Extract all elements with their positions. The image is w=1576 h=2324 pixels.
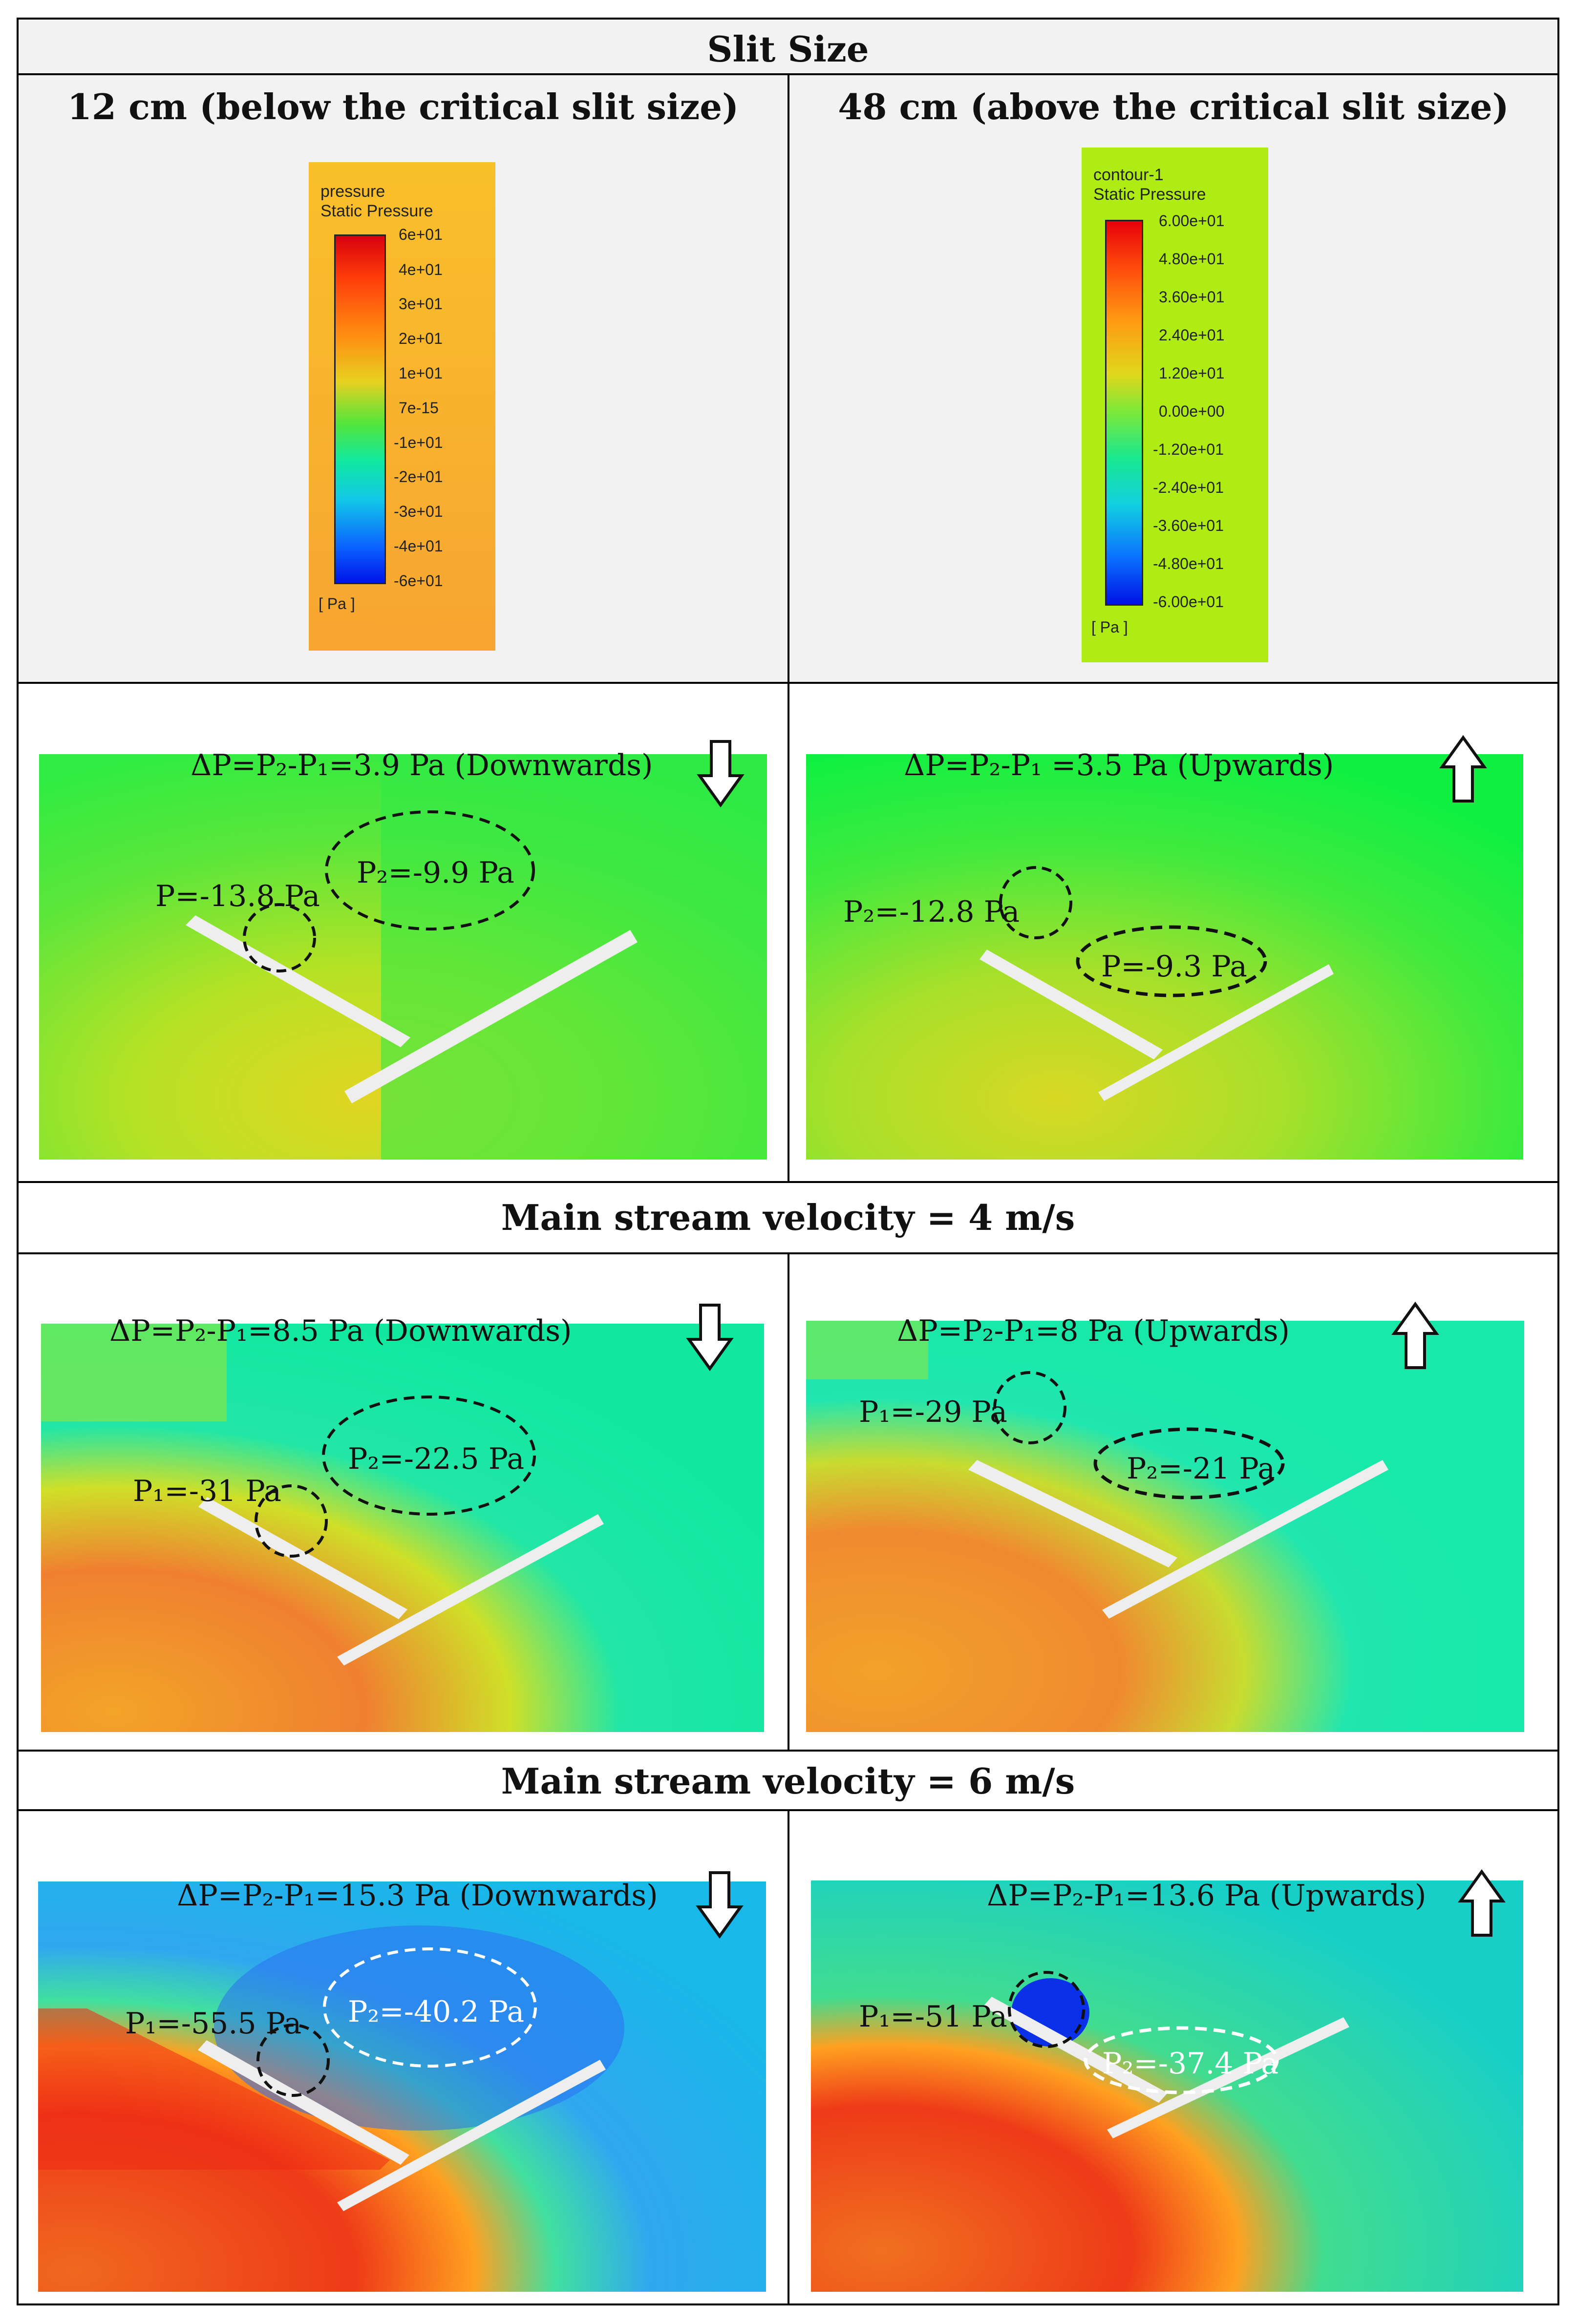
legend-left-unit: [ Pa ] (319, 595, 355, 613)
arrow-down-icon (696, 1871, 744, 1939)
long-plate (1098, 964, 1334, 1101)
legend-right: contour-1 Static Pressure [ Pa ] (1082, 148, 1268, 662)
legend-right-tick: -1.20e+01 (1153, 441, 1224, 458)
column-header-left: 12 cm (below the critical slit size) (18, 74, 788, 133)
arrow-down-icon (697, 740, 745, 808)
legend-right-tick: -6.00e+01 (1153, 593, 1224, 611)
column-label-48cm: 48 cm (above the critical slit size) (838, 86, 1509, 127)
dashed-ellipse (1093, 1427, 1285, 1500)
long-plate (1102, 1460, 1388, 1619)
pressure-label-oval: P₂=-9.9 Pa (357, 856, 514, 890)
velocity-label-4: Main stream velocity = 4 m/s (18, 1182, 1558, 1253)
contour-panel-row3-left (38, 1881, 766, 2292)
legend-right-tick: 0.00e+00 (1159, 402, 1225, 420)
legend-left-tick: 2e+01 (399, 330, 443, 347)
pressure-difference-label: ΔP=P₂-P₁=15.3 Pa (Downwards) (177, 1879, 658, 1913)
dashed-ellipse (1076, 925, 1267, 997)
short-plate (983, 1997, 1168, 2103)
contour-panel-row2-left (41, 1324, 764, 1732)
pressure-difference-label: ΔP=P₂-P₁=8 Pa (Upwards) (897, 1314, 1290, 1348)
pressure-label-oval: P₂=-22.5 Pa (348, 1442, 525, 1476)
pressure-label-oval: P₂=-40.2 Pa (348, 1995, 525, 2029)
short-plate (198, 1497, 407, 1619)
short-plate (186, 915, 410, 1047)
short-plate (968, 1460, 1177, 1567)
contour-panel-row2-right (806, 1321, 1524, 1732)
legend-right-tick: 6.00e+01 (1159, 212, 1225, 230)
legend-left-tick: 7e-15 (399, 399, 439, 417)
dashed-ellipse (322, 1395, 536, 1516)
long-plate (1107, 2017, 1349, 2138)
legend-right-tick: 4.80e+01 (1159, 250, 1225, 268)
pressure-difference-label: ΔP=P₂-P₁=13.6 Pa (Upwards) (987, 1879, 1427, 1913)
legend-left-tick: 6e+01 (399, 226, 443, 243)
contour-panel-row1-right (806, 754, 1523, 1160)
pressure-label-small: P₁=-51 Pa (859, 2000, 1007, 2034)
velocity-6-text: Main stream velocity = 6 m/s (501, 1760, 1075, 1802)
legend-left-tick: 4e+01 (399, 261, 443, 278)
legend-left-tick: 3e+01 (399, 295, 443, 313)
legend-right-title-1: contour-1 (1093, 166, 1164, 184)
legend-right-tick: -4.80e+01 (1153, 555, 1224, 572)
pressure-difference-label: ΔP=P₂-P₁ =3.5 Pa (Upwards) (904, 748, 1334, 782)
pressure-label-small: P₂=-12.8 Pa (843, 895, 1020, 929)
pressure-label-oval: P₂=-21 Pa (1127, 1452, 1275, 1486)
dashed-circle (256, 2024, 330, 2097)
arrow-up-icon (1458, 1869, 1506, 1937)
short-plate (980, 950, 1163, 1059)
legend-left: pressure Static Pressure [ Pa ] (309, 162, 495, 651)
dashed-circle (255, 1484, 328, 1558)
dashed-ellipse (1084, 2026, 1279, 2094)
pressure-difference-label: ΔP=P₂-P₁=3.9 Pa (Downwards) (191, 748, 653, 782)
dashed-circle (999, 866, 1072, 939)
legend-right-tick: 1.20e+01 (1159, 364, 1225, 382)
dashed-circle (1008, 1971, 1085, 2048)
legend-left-tick: -1e+01 (394, 434, 443, 451)
legend-right-colorbar (1105, 220, 1143, 606)
arrow-up-icon (1439, 735, 1487, 803)
column-label-12cm: 12 cm (below the critical slit size) (67, 86, 739, 127)
legend-left-tick: -6e+01 (394, 572, 443, 590)
legend-left-title-2: Static Pressure (320, 202, 433, 220)
legend-right-tick: -3.60e+01 (1153, 517, 1224, 534)
dashed-circle (243, 903, 316, 972)
contour-panel-row1-left (39, 754, 767, 1160)
arrow-up-icon (1391, 1301, 1439, 1369)
pressure-label-small: P₁=-55.5 Pa (125, 2007, 302, 2041)
pressure-difference-label: ΔP=P₂-P₁=8.5 Pa (Downwards) (109, 1314, 572, 1348)
dashed-ellipse (325, 810, 535, 930)
legend-right-tick: 3.60e+01 (1159, 288, 1225, 306)
legend-left-tick: -3e+01 (394, 503, 443, 520)
pressure-label-oval: P=-9.3 Pa (1101, 950, 1247, 984)
legend-left-tick: -4e+01 (394, 537, 443, 555)
pressure-label-small: P₁=-29 Pa (859, 1395, 1007, 1429)
pressure-label-small: P₁=-31 Pa (133, 1474, 281, 1508)
velocity-4-text: Main stream velocity = 4 m/s (501, 1197, 1075, 1238)
dashed-circle (993, 1371, 1066, 1444)
long-plate (337, 1514, 604, 1666)
pressure-label-oval: P₂=-37.4 Pa (1102, 2047, 1279, 2081)
column-header-right: 48 cm (above the critical slit size) (788, 74, 1558, 133)
legend-right-tick: 2.40e+01 (1159, 326, 1225, 344)
long-plate (344, 930, 638, 1103)
arrow-down-icon (686, 1304, 734, 1372)
title-cell: Slit Size (18, 19, 1558, 74)
legend-left-tick: -2e+01 (394, 468, 443, 486)
pressure-label-small: P=-13.8 Pa (155, 879, 320, 913)
legend-left-title-1: pressure (320, 182, 385, 201)
velocity-label-6: Main stream velocity = 6 m/s (18, 1751, 1558, 1810)
long-plate (337, 2060, 606, 2211)
legend-right-title-2: Static Pressure (1093, 185, 1206, 204)
legend-right-unit: [ Pa ] (1091, 618, 1128, 636)
legend-right-tick: -2.40e+01 (1153, 479, 1224, 496)
dashed-ellipse (323, 1947, 537, 2068)
contour-panel-row3-right (811, 1880, 1523, 2292)
legend-left-colorbar (334, 234, 386, 584)
short-plate (198, 2040, 409, 2165)
table-title: Slit Size (707, 28, 869, 70)
legend-left-tick: 1e+01 (399, 364, 443, 382)
